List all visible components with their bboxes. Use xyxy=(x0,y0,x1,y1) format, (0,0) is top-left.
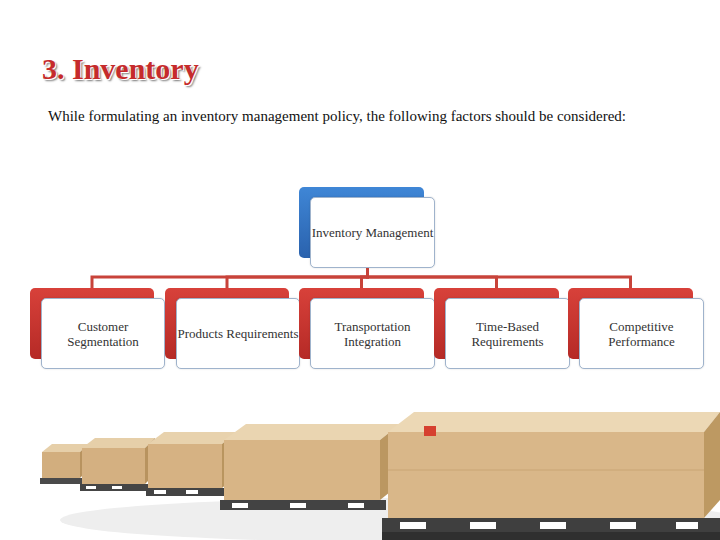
box-face: Transportation Integration xyxy=(310,298,435,369)
box-face: Customer Segmentation xyxy=(41,298,165,369)
box-label: Customer Segmentation xyxy=(42,319,164,349)
box-face: Time-Based Requirements xyxy=(445,298,570,369)
box-label: Inventory Management xyxy=(312,225,434,240)
box-label: Time-Based Requirements xyxy=(446,319,569,349)
box-face: Inventory Management xyxy=(310,197,435,268)
factor-box: Customer Segmentation xyxy=(41,298,165,369)
factor-box: Products Requirements xyxy=(176,298,300,369)
factor-box: Competitive Performance xyxy=(579,298,704,369)
box-label: Products Requirements xyxy=(178,326,299,341)
box-face: Products Requirements xyxy=(176,298,300,369)
intro-text: While formulating an inventory managemen… xyxy=(48,106,673,127)
box-label: Competitive Performance xyxy=(580,319,703,349)
box-label: Transportation Integration xyxy=(311,319,434,349)
slide-title: 3. Inventory xyxy=(42,52,199,86)
root-box: Inventory Management xyxy=(310,197,435,268)
factor-box: Transportation Integration xyxy=(310,298,435,369)
box-face: Competitive Performance xyxy=(579,298,704,369)
factor-box: Time-Based Requirements xyxy=(445,298,570,369)
